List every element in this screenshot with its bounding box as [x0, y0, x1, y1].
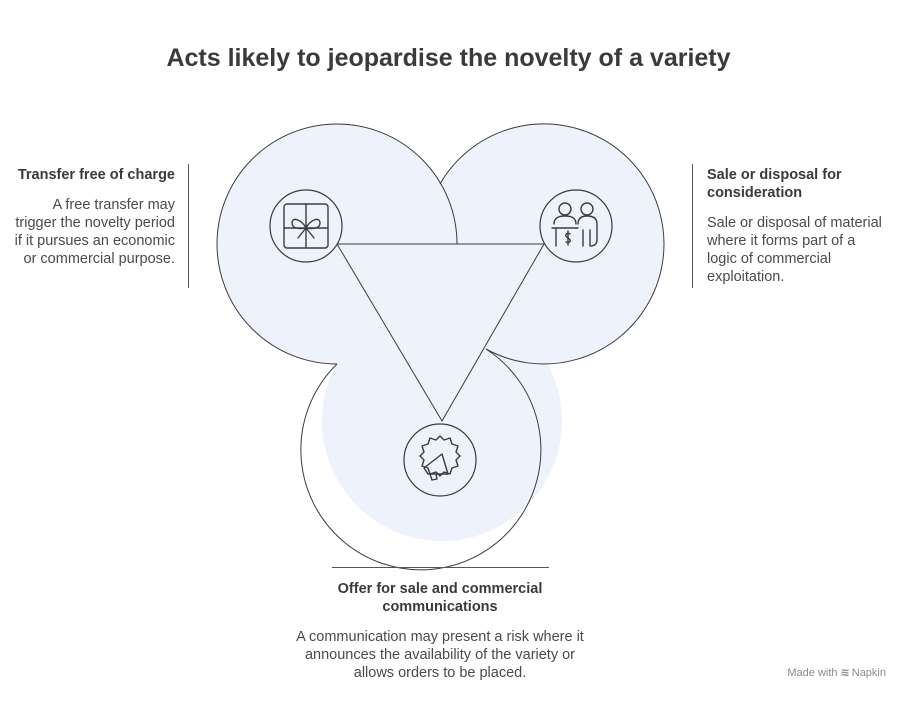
item-offer-sale: Offer for sale and commercial communicat… — [290, 580, 590, 682]
item-description: A communication may present a risk where… — [296, 629, 584, 681]
sale-transaction-icon — [539, 189, 613, 263]
credit-prefix: Made with — [787, 667, 838, 679]
item-transfer-free: Transfer free of charge A free transfer … — [10, 166, 175, 268]
megaphone-icon — [403, 423, 477, 497]
center-triangle — [336, 243, 545, 422]
item-heading: Transfer free of charge — [17, 167, 175, 183]
credit-brand: Napkin — [851, 667, 886, 679]
bottom-divider — [332, 567, 549, 568]
made-with-credit[interactable]: Made with≋Napkin — [787, 666, 886, 679]
item-sale-disposal: Sale or disposal for consideration Sale … — [707, 166, 887, 286]
napkin-logo-icon: ≋ — [840, 667, 850, 679]
item-heading: Offer for sale and commercial communicat… — [337, 581, 543, 615]
left-divider — [188, 164, 189, 288]
item-description: A free transfer may trigger the novelty … — [14, 197, 175, 267]
item-heading: Sale or disposal for consideration — [707, 167, 842, 201]
page-title: Acts likely to jeopardise the novelty of… — [166, 44, 731, 72]
arc-sale-disposal — [439, 123, 665, 365]
circle-outlines — [216, 123, 665, 571]
gift-icon — [269, 189, 343, 263]
item-description: Sale or disposal of material where it fo… — [707, 215, 882, 285]
arc-offer-sale — [300, 348, 542, 571]
right-divider — [692, 164, 693, 288]
arc-transfer-free — [216, 123, 458, 365]
